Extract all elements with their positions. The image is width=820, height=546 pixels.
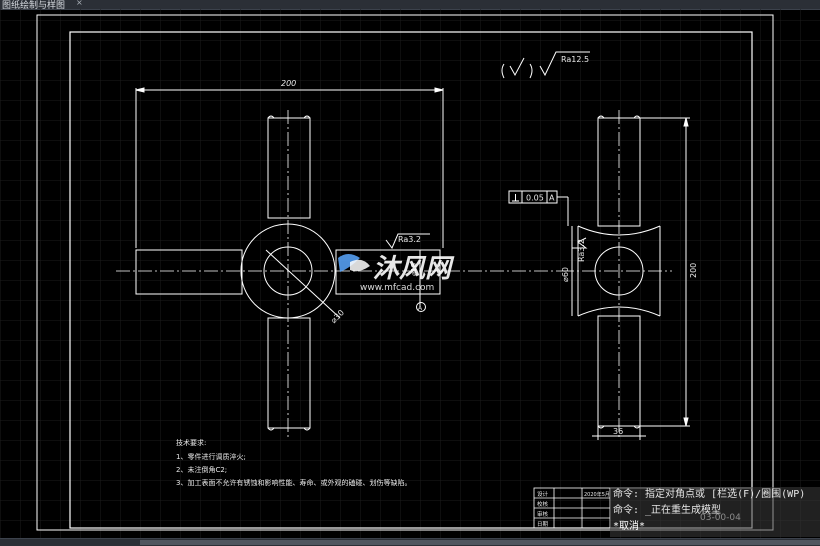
side-roughness-label: Ra3.2: [577, 239, 586, 262]
bore-roughness-label: Ra3.2: [398, 235, 421, 244]
watermark-logo: [338, 254, 370, 272]
side-view: [508, 110, 690, 440]
watermark-brand: 沐风网: [373, 254, 455, 284]
side-diameter-label: ⌀60: [561, 267, 570, 282]
datum-marker-label: A: [418, 305, 423, 312]
title-block-row-2: 校核: [537, 500, 549, 508]
notes-item-1: 1、零件进行调质淬火;: [176, 452, 246, 461]
status-bar: [0, 538, 820, 546]
command-line-2: 命令: _正在重生成模型: [613, 505, 722, 516]
command-line-3: *取消*: [613, 521, 646, 532]
notes-title: 技术要求:: [176, 438, 206, 447]
horizontal-scrollbar[interactable]: [140, 540, 820, 545]
front-view: [116, 87, 560, 440]
general-roughness-label: Ra12.5: [561, 55, 589, 64]
notes-item-3: 3、加工表面不允许有锈蚀和影响性能、寿命、或外观的磕碰、划伤等缺陷。: [176, 478, 411, 487]
side-height-dimension: 200: [689, 263, 698, 278]
grid-background: [0, 9, 820, 538]
title-block-date: 2020年5月: [584, 491, 610, 498]
command-line-history[interactable]: 命令: 指定对角点或 [栏选(F)/圈围(WP) 命令: _正在重生成模型 *取…: [610, 487, 820, 537]
sheet-inner-border: [69, 31, 753, 529]
title-block-row-1: 设计: [537, 490, 549, 498]
small-diameter-label: ⌀18: [410, 263, 418, 276]
drawing-canvas[interactable]: Ra12.5 200 Ra3.2 ⌀30 ⌀18 A: [0, 9, 820, 538]
front-length-dimension: 200: [281, 79, 296, 88]
close-tab-icon[interactable]: ×: [76, 0, 83, 7]
side-width-dimension: 36: [613, 427, 623, 436]
gdt-tolerance: 0.05: [526, 194, 544, 203]
general-roughness-symbol: [501, 51, 590, 79]
document-tab[interactable]: 图纸绘制与样图: [2, 1, 66, 11]
title-block-row-3: 审核: [537, 510, 549, 518]
notes-item-2: 2、未注倒角C2;: [176, 465, 227, 474]
gdt-datum: A: [549, 194, 555, 203]
title-block-row-4: 日期: [537, 521, 549, 528]
watermark-url: www.mfcad.com: [360, 283, 434, 293]
sheet-outer-border: [36, 14, 774, 531]
command-line-1: 命令: 指定对角点或 [栏选(F)/圈围(WP): [613, 489, 806, 500]
